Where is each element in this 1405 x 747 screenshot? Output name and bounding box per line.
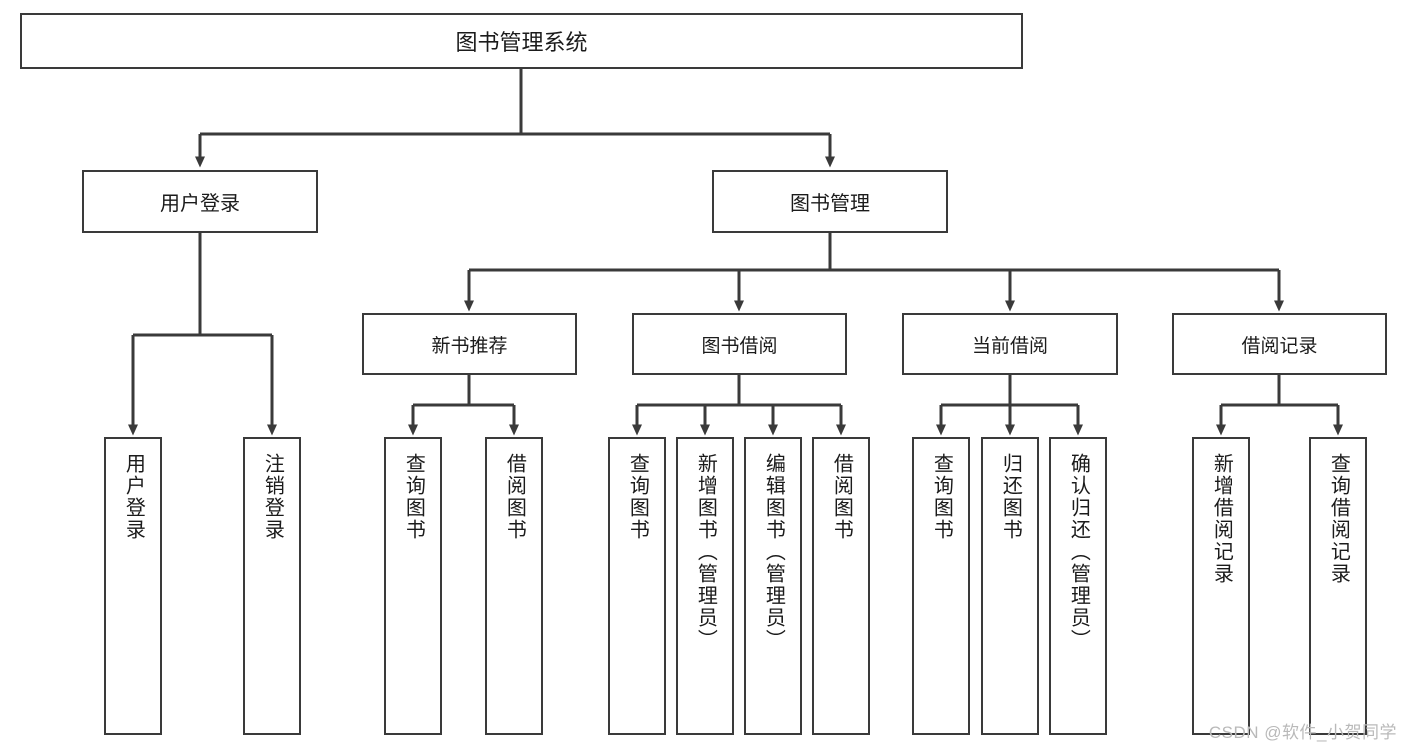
leaf-query-borrow-record-label: 查询借阅记录 (1327, 453, 1350, 585)
leaf-edit-book-admin[interactable]: 编辑图书（管理员） (744, 437, 802, 735)
node-new-book-recommend[interactable]: 新书推荐 (362, 313, 577, 375)
node-borrow-record-label: 借阅记录 (1241, 335, 1318, 357)
node-book-management-label: 图书管理 (790, 193, 870, 215)
node-current-borrow-label: 当前借阅 (971, 335, 1048, 357)
leaf-query-borrow-record[interactable]: 查询借阅记录 (1309, 437, 1367, 735)
leaf-return-book-label: 归还图书 (999, 453, 1022, 541)
node-root[interactable]: 图书管理系统 (20, 13, 1023, 69)
leaf-query-book-current[interactable]: 查询图书 (912, 437, 970, 735)
leaf-add-borrow-record[interactable]: 新增借阅记录 (1192, 437, 1250, 735)
leaf-add-book-admin[interactable]: 新增图书（管理员） (676, 437, 734, 735)
leaf-borrow-book[interactable]: 借阅图书 (812, 437, 870, 735)
node-current-borrow[interactable]: 当前借阅 (902, 313, 1118, 375)
leaf-borrow-book-recommend[interactable]: 借阅图书 (485, 437, 543, 735)
node-root-label: 图书管理系统 (455, 30, 588, 55)
leaf-add-book-admin-label: 新增图书（管理员） (694, 453, 717, 651)
leaf-query-book-borrow-label: 查询图书 (626, 453, 649, 541)
leaf-logout-label: 注销登录 (261, 453, 284, 541)
leaf-query-book-recommend[interactable]: 查询图书 (384, 437, 442, 735)
leaf-query-book-borrow[interactable]: 查询图书 (608, 437, 666, 735)
leaf-add-borrow-record-label: 新增借阅记录 (1210, 453, 1233, 585)
leaf-user-login-label: 用户登录 (122, 453, 145, 541)
node-borrow-record[interactable]: 借阅记录 (1172, 313, 1387, 375)
leaf-query-book-current-label: 查询图书 (930, 453, 953, 541)
leaf-borrow-book-recommend-label: 借阅图书 (503, 453, 526, 541)
node-user-login-label: 用户登录 (160, 193, 240, 215)
leaf-return-book[interactable]: 归还图书 (981, 437, 1039, 735)
node-book-borrow[interactable]: 图书借阅 (632, 313, 847, 375)
watermark: CSDN @软件_小贺同学 (1208, 723, 1397, 742)
leaf-logout[interactable]: 注销登录 (243, 437, 301, 735)
node-new-book-recommend-label: 新书推荐 (431, 335, 508, 357)
node-user-login[interactable]: 用户登录 (82, 170, 318, 233)
leaf-edit-book-admin-label: 编辑图书（管理员） (762, 453, 785, 651)
leaf-confirm-return-admin-label: 确认归还（管理员） (1067, 453, 1090, 651)
node-book-management[interactable]: 图书管理 (712, 170, 948, 233)
leaf-user-login[interactable]: 用户登录 (104, 437, 162, 735)
leaf-query-book-recommend-label: 查询图书 (402, 453, 425, 541)
node-book-borrow-label: 图书借阅 (701, 335, 778, 357)
leaf-borrow-book-label: 借阅图书 (830, 453, 853, 541)
leaf-confirm-return-admin[interactable]: 确认归还（管理员） (1049, 437, 1107, 735)
